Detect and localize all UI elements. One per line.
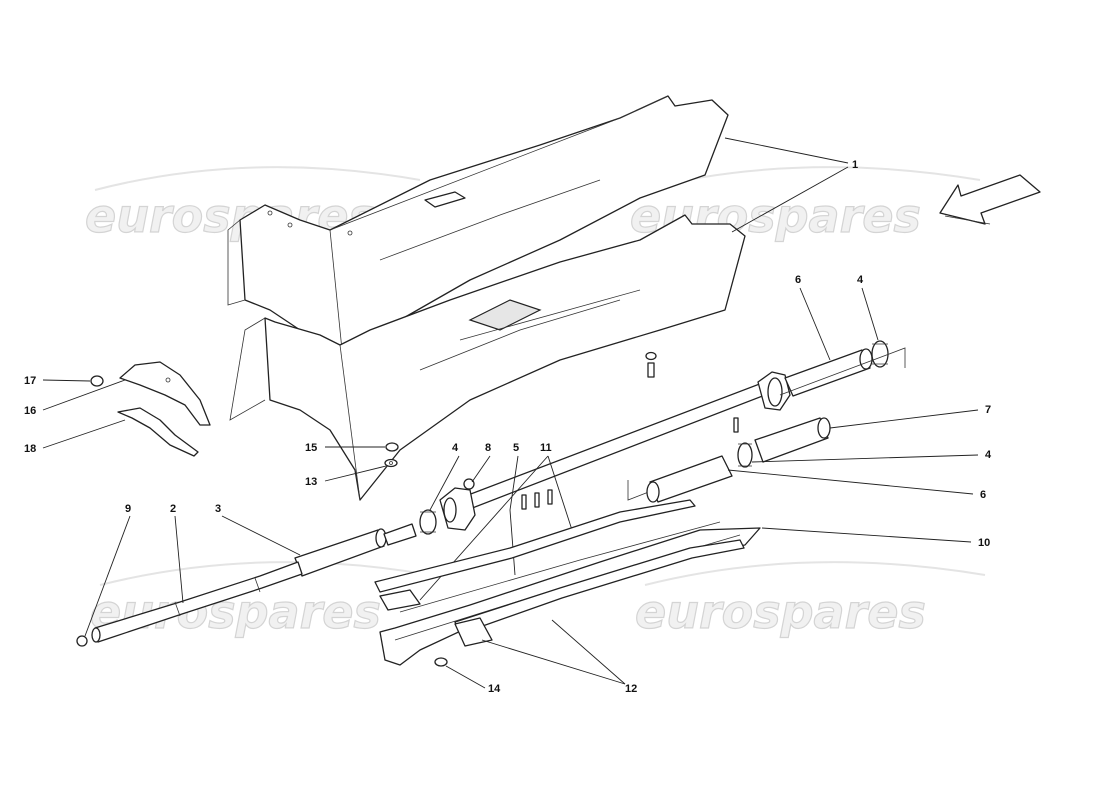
nut-14: [434, 657, 448, 667]
leader-7: [829, 409, 979, 429]
callout-8: 8: [485, 442, 491, 454]
callout-18: 18: [24, 443, 36, 455]
shaft-3: [294, 523, 417, 577]
leader-11a: [547, 455, 573, 531]
leader-13: [324, 465, 387, 482]
callout-14: 14: [488, 683, 501, 695]
leader-1a: [724, 137, 849, 164]
leader-6b: [727, 469, 974, 495]
watermark-text: eurospares: [85, 189, 376, 243]
callout-4c: 4: [985, 449, 992, 461]
shaft-6-upper: [784, 340, 889, 397]
nut-15: [385, 442, 399, 452]
callout-17: 17: [24, 375, 36, 387]
strip-11: [374, 499, 696, 611]
leader-2: [174, 515, 184, 604]
callout-2: 2: [170, 503, 176, 515]
bracket-18: [117, 407, 199, 457]
watermark-text: eurospares: [635, 585, 926, 639]
shaft-7: [737, 417, 831, 468]
leader-8: [471, 455, 491, 483]
callout-15: 15: [305, 442, 317, 454]
leader-11b: [419, 455, 549, 601]
callout-12: 12: [625, 683, 637, 695]
tunnel-bolt: [645, 351, 657, 378]
callout-11: 11: [540, 442, 552, 454]
watermark: eurospares eurospares eurospares eurospa…: [84, 166, 986, 640]
leader-18: [42, 419, 126, 449]
callout-3: 3: [215, 503, 221, 515]
direction-arrow-icon: [939, 174, 1041, 225]
leader-12a: [481, 639, 626, 685]
callout-6b: 6: [980, 489, 986, 501]
callout-1: 1: [852, 159, 858, 171]
callout-10: 10: [978, 537, 990, 549]
callout-4b: 4: [857, 274, 864, 286]
leader-1b: [731, 166, 849, 233]
grouping-line-top: [779, 347, 906, 396]
callout-7: 7: [985, 404, 991, 416]
watermark-text: eurospares: [630, 189, 921, 243]
callout-5: 5: [513, 442, 519, 454]
tube-6-lower: [646, 455, 733, 503]
cable-2: [91, 561, 303, 643]
pins: [521, 417, 739, 510]
leader-12b: [551, 619, 626, 685]
leader-4c: [751, 454, 979, 463]
leader-4b: [861, 287, 879, 341]
leader-3: [221, 515, 301, 556]
nut-17: [90, 375, 104, 387]
callout-13: 13: [305, 476, 317, 488]
drive-shaft-main: [454, 371, 791, 513]
end-cap-9: [76, 635, 88, 647]
callout-4a: 4: [452, 442, 459, 454]
bracket-16: [119, 361, 211, 426]
leader-14: [445, 665, 486, 689]
leader-16: [42, 379, 126, 411]
strip-12: [454, 539, 745, 647]
washer-13: [384, 458, 398, 468]
leader-4a: [429, 455, 460, 511]
leader-6a: [799, 287, 831, 361]
flange-8: [439, 478, 476, 531]
leader-9: [84, 515, 131, 637]
leader-10: [761, 527, 972, 543]
gear-4-left: [419, 509, 437, 535]
callout-16: 16: [24, 405, 36, 417]
tunnel-cover-lower: [229, 214, 746, 501]
leader-17: [42, 379, 91, 382]
callout-6a: 6: [795, 274, 801, 286]
callout-9: 9: [125, 503, 131, 515]
